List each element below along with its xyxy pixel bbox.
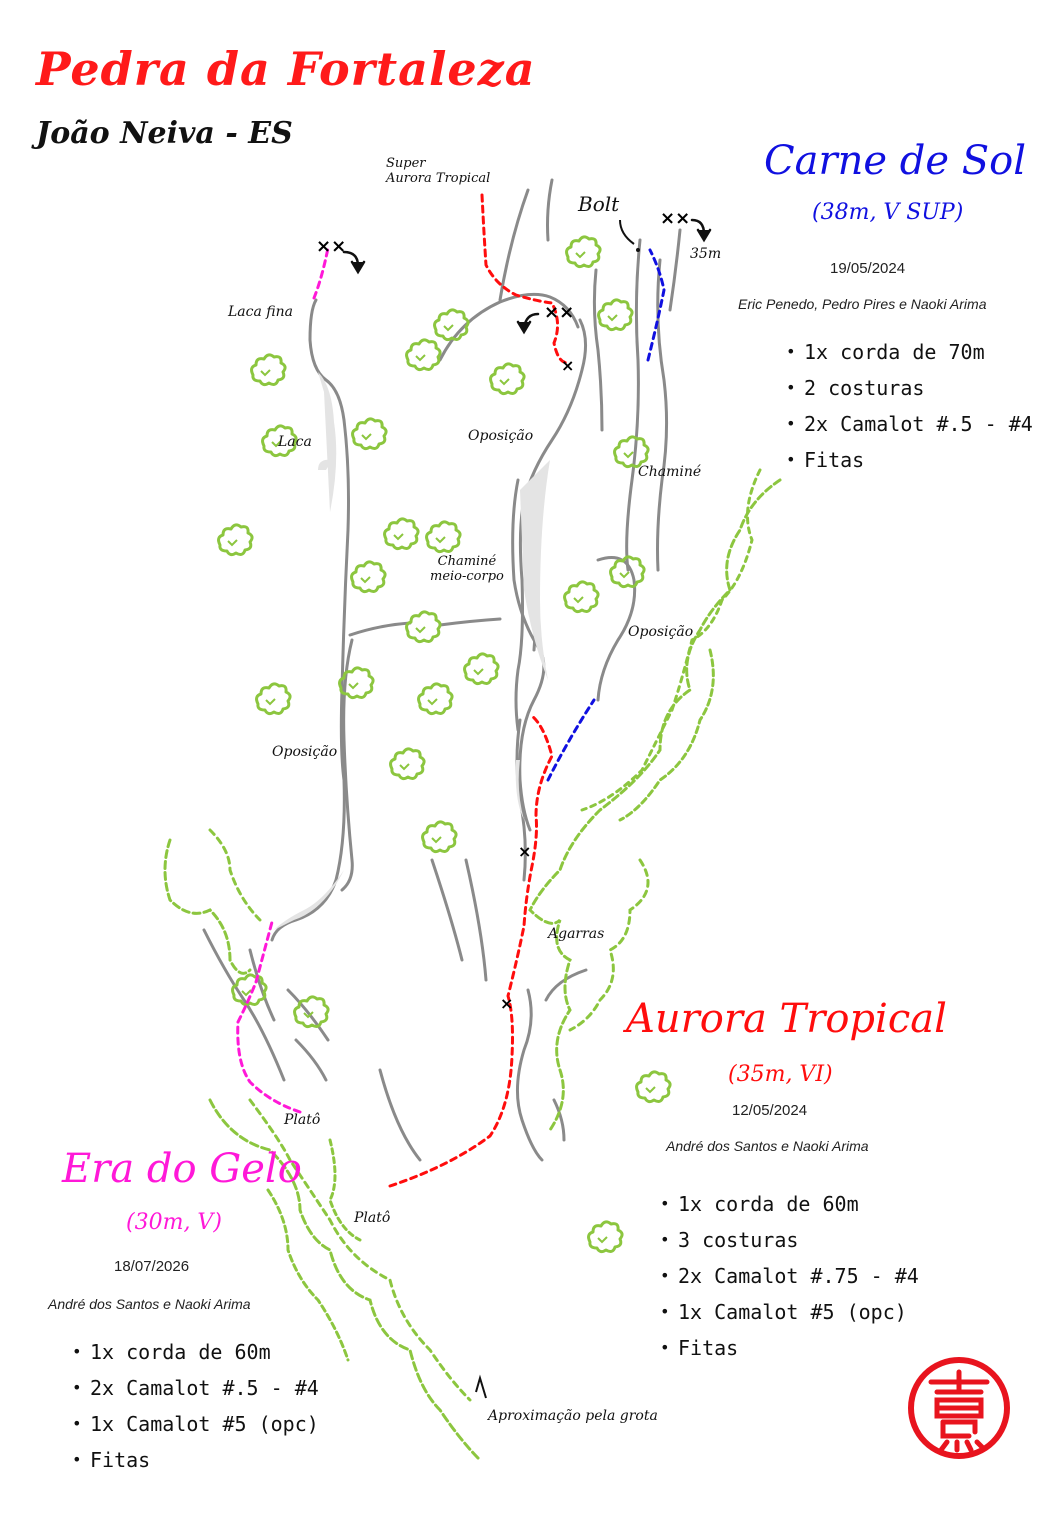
route-date: 18/07/2026 [114, 1258, 190, 1275]
label-super-aurora-tropical: Super Aurora Tropical [386, 156, 490, 186]
route-line-carne-de-sol [546, 248, 666, 782]
rappel-arrow-icon [342, 218, 712, 335]
route-grade: (38m, V SUP) [812, 200, 964, 225]
vegetation-bands [163, 468, 782, 1462]
gear-item: Fitas [786, 442, 1033, 478]
label-oposicao-right: Oposição [628, 624, 694, 640]
anchor-double-aurora-top: ×× [544, 302, 575, 323]
route-grade: (35m, VI) [728, 1062, 833, 1087]
route-line-era-do-gelo [236, 246, 330, 1114]
label-chamine-meio-corpo: Chaminé meio-corpo [430, 554, 504, 584]
label-agarras: Agarras [548, 926, 605, 942]
page-subtitle: João Neiva - ES [36, 116, 293, 151]
gear-list: 1x corda de 60m 2x Camalot #.5 - #4 1x C… [72, 1334, 319, 1478]
gear-item: 1x Camalot #5 (opc) [660, 1294, 919, 1330]
gear-item: 1x corda de 60m [660, 1186, 919, 1222]
anchor-single-3: × [500, 994, 514, 1013]
route-date: 12/05/2024 [732, 1102, 808, 1119]
label-chamine: Chaminé [638, 464, 702, 480]
anchor-single-1: × [561, 356, 575, 375]
hanko-seal-icon [908, 1357, 1010, 1459]
route-climbers: André dos Santos e Naoki Arima [666, 1138, 869, 1154]
label-aproximacao: Aproximação pela grota [488, 1408, 658, 1424]
route-line-aurora-tropical [388, 193, 570, 1188]
route-name: Aurora Tropical [626, 996, 947, 1042]
anchor-single-2: × [518, 842, 532, 861]
gear-item: 1x Camalot #5 (opc) [72, 1406, 319, 1442]
route-date: 19/05/2024 [830, 260, 906, 277]
label-bolt: Bolt [578, 192, 620, 216]
route-name: Era do Gelo [62, 1146, 302, 1192]
label-laca-fina: Laca fina [228, 304, 293, 320]
gear-item: 2x Camalot #.75 - #4 [660, 1258, 919, 1294]
rock-shading [274, 372, 550, 930]
label-line: Super [386, 156, 426, 171]
gear-item: Fitas [72, 1442, 319, 1478]
label-35m: 35m [690, 246, 722, 262]
bolt-pointer [619, 219, 635, 245]
route-climbers: Eric Penedo, Pedro Pires e Naoki Arima [738, 296, 987, 312]
label-line: meio-corpo [430, 569, 504, 584]
gear-item: Fitas [660, 1330, 919, 1366]
gear-item: 2x Camalot #.5 - #4 [72, 1370, 319, 1406]
gear-item: 2 costuras [786, 370, 1033, 406]
gear-item: 1x corda de 60m [72, 1334, 319, 1370]
gear-item: 3 costuras [660, 1222, 919, 1258]
anchor-double-carne-de-sol: ×× [660, 208, 691, 229]
label-plato-upper: Platô [284, 1112, 321, 1128]
bolt-marker [636, 248, 640, 252]
label-laca: Laca [278, 434, 312, 450]
gear-item: 1x corda de 70m [786, 334, 1033, 370]
gear-item: 2x Camalot #.5 - #4 [786, 406, 1033, 442]
page-title: Pedra da Fortaleza [36, 42, 536, 96]
anchor-double-era-do-gelo: ×× [316, 236, 347, 257]
gear-list: 1x corda de 60m 3 costuras 2x Camalot #.… [660, 1186, 919, 1366]
route-name: Carne de Sol [764, 138, 1026, 184]
route-grade: (30m, V) [126, 1210, 222, 1235]
gear-list: 1x corda de 70m 2 costuras 2x Camalot #.… [786, 334, 1033, 478]
label-oposicao-top: Oposição [468, 428, 534, 444]
label-line: Chaminé [437, 554, 497, 569]
route-climbers: André dos Santos e Naoki Arima [48, 1296, 251, 1312]
label-oposicao-left: Oposição [272, 744, 338, 760]
label-line: Aurora Tropical [386, 171, 491, 186]
label-plato-lower: Platô [354, 1210, 391, 1226]
approach-arrow-icon [475, 1374, 487, 1399]
